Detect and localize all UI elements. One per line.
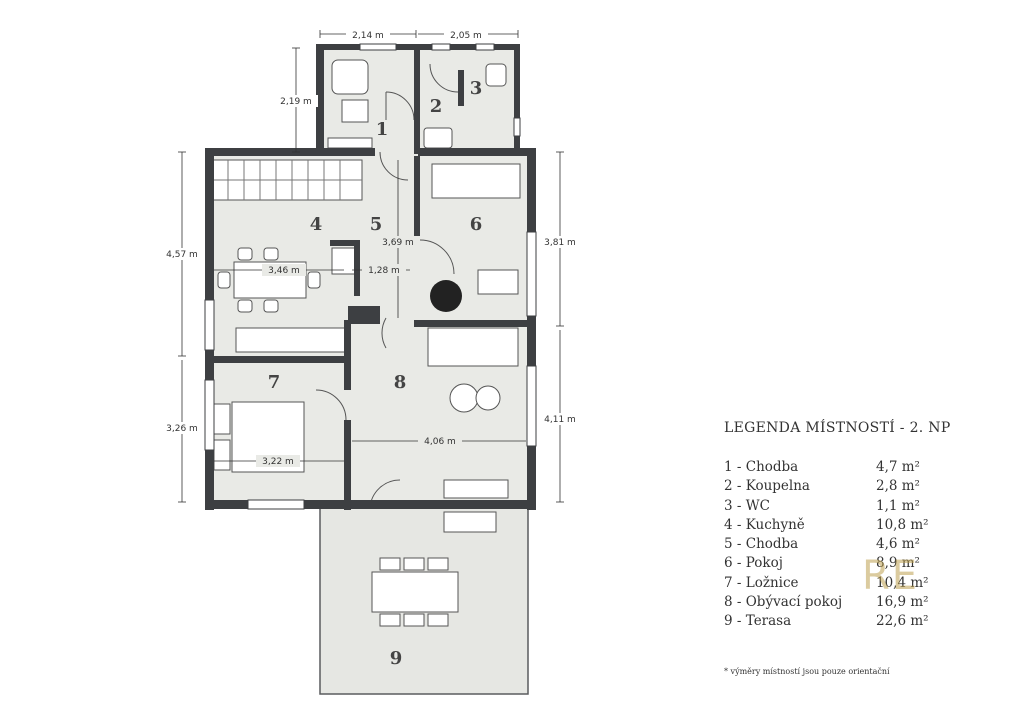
room-number-7: 7 <box>268 372 281 393</box>
chair-2 <box>263 247 279 261</box>
terrace-chair-3 <box>427 557 449 571</box>
room-number-5: 5 <box>370 214 383 235</box>
room-number-2: 2 <box>430 96 443 117</box>
dim-1-28: 1,28 m <box>368 266 400 276</box>
dimension-labels: 2,14 m 2,05 m 2,19 m 4,57 m 3,46 m 1,28 … <box>160 28 582 467</box>
dim-4-57: 4,57 m <box>166 250 198 260</box>
terrace-chair-5 <box>403 613 425 627</box>
legend-row: 8 - Obývací pokoj 16,9 m² <box>724 593 984 612</box>
legend-name: 2 - Koupelna <box>724 478 810 495</box>
dim-2-05: 2,05 m <box>450 31 482 41</box>
nightstand-2 <box>213 439 231 471</box>
room-number-9: 9 <box>390 648 403 669</box>
plant <box>430 280 462 312</box>
legend-row: 1 - Chodba 4,7 m² <box>724 458 984 477</box>
dim-3-81: 3,81 m <box>544 238 576 248</box>
dim-3-69: 3,69 m <box>382 238 414 248</box>
legend-area: 16,9 m² <box>876 594 929 611</box>
legend-name: 1 - Chodba <box>724 459 799 475</box>
stair-treads <box>212 160 362 200</box>
legend-area: 2,8 m² <box>876 478 920 495</box>
dim-4-11: 4,11 m <box>544 415 576 425</box>
chair-4 <box>263 299 279 313</box>
legend-row: 5 - Chodba 4,6 m² <box>724 535 984 554</box>
washbasin <box>423 127 453 149</box>
legend-row: 6 - Pokoj 8,9 m² <box>724 554 984 573</box>
legend-name: 7 - Ložnice <box>724 574 799 591</box>
legend-title: LEGENDA MÍSTNOSTÍ - 2. NP <box>724 420 951 436</box>
chair-1 <box>237 247 253 261</box>
room-number-8: 8 <box>394 372 407 393</box>
legend-row: 2 - Koupelna 2,8 m² <box>724 477 984 496</box>
legend-row: 3 - WC 1,1 m² <box>724 497 984 516</box>
coffee-table-1 <box>449 383 479 413</box>
dim-4-06: 4,06 m <box>424 437 456 447</box>
armchair <box>331 59 369 95</box>
side-table <box>341 99 369 123</box>
watermark-logo: RE <box>862 553 920 599</box>
sofa <box>427 327 519 367</box>
room-number-1: 1 <box>376 119 389 140</box>
dim-3-22: 3,22 m <box>262 457 294 467</box>
legend-row: 4 - Kuchyně 10,8 m² <box>724 516 984 535</box>
toilet <box>485 63 507 87</box>
legend-row: 9 - Terasa 22,6 m² <box>724 612 984 631</box>
chair-5 <box>217 271 231 289</box>
floor-terrace <box>319 507 529 695</box>
legend-area: 1,1 m² <box>876 497 920 514</box>
dim-2-19: 2,19 m <box>280 97 312 107</box>
legend-name: 9 - Terasa <box>724 613 792 630</box>
legend-name: 5 - Chodba <box>724 536 799 553</box>
terrace-chair-6 <box>427 613 449 627</box>
windows <box>204 43 537 510</box>
legend-area: 4,7 m² <box>876 459 920 475</box>
legend-footnote: * výměry místností jsou pouze orientační <box>724 667 890 676</box>
terrace-chair-4 <box>379 613 401 627</box>
room-number-3: 3 <box>470 78 483 99</box>
desk <box>477 269 519 295</box>
bath-partition <box>458 70 464 106</box>
room-number-4: 4 <box>310 214 323 235</box>
terrace-bench <box>443 511 497 533</box>
dim-3-26: 3,26 m <box>166 424 198 434</box>
walls <box>205 44 536 510</box>
legend-name: 3 - WC <box>724 497 770 514</box>
legend-area: 8,9 m² <box>876 555 920 572</box>
chair-3 <box>237 299 253 313</box>
legend-name: 8 - Obývací pokoj <box>724 594 843 611</box>
legend-area: 4,6 m² <box>876 536 920 553</box>
legend-area: 10,8 m² <box>876 516 929 533</box>
nightstand-1 <box>213 403 231 435</box>
coffee-table-2 <box>475 385 501 411</box>
door-swings <box>315 63 459 509</box>
kitchen-counter <box>235 327 347 353</box>
legend-area: 22,6 m² <box>876 613 929 630</box>
shelf <box>327 137 373 149</box>
bed-room-6 <box>431 163 521 199</box>
room-legend: LEGENDA MÍSTNOSTÍ - 2. NP 1 - Chodba 4,7 … <box>724 420 984 632</box>
dim-3-46: 3,46 m <box>268 266 300 276</box>
chair-6 <box>307 271 321 289</box>
terrace-chair-2 <box>403 557 425 571</box>
legend-area: 10,4 m² <box>876 574 929 591</box>
legend-row: 7 - Ložnice 10,4 m² <box>724 574 984 593</box>
dim-2-14: 2,14 m <box>352 31 384 41</box>
tv-stand <box>443 479 509 499</box>
terrace-chair-1 <box>379 557 401 571</box>
legend-name: 4 - Kuchyně <box>724 516 805 533</box>
legend-name: 6 - Pokoj <box>724 555 783 572</box>
room-number-6: 6 <box>470 214 483 235</box>
room-numbers: 1 2 3 4 5 6 7 8 9 <box>268 78 483 669</box>
terrace-table <box>371 571 459 613</box>
